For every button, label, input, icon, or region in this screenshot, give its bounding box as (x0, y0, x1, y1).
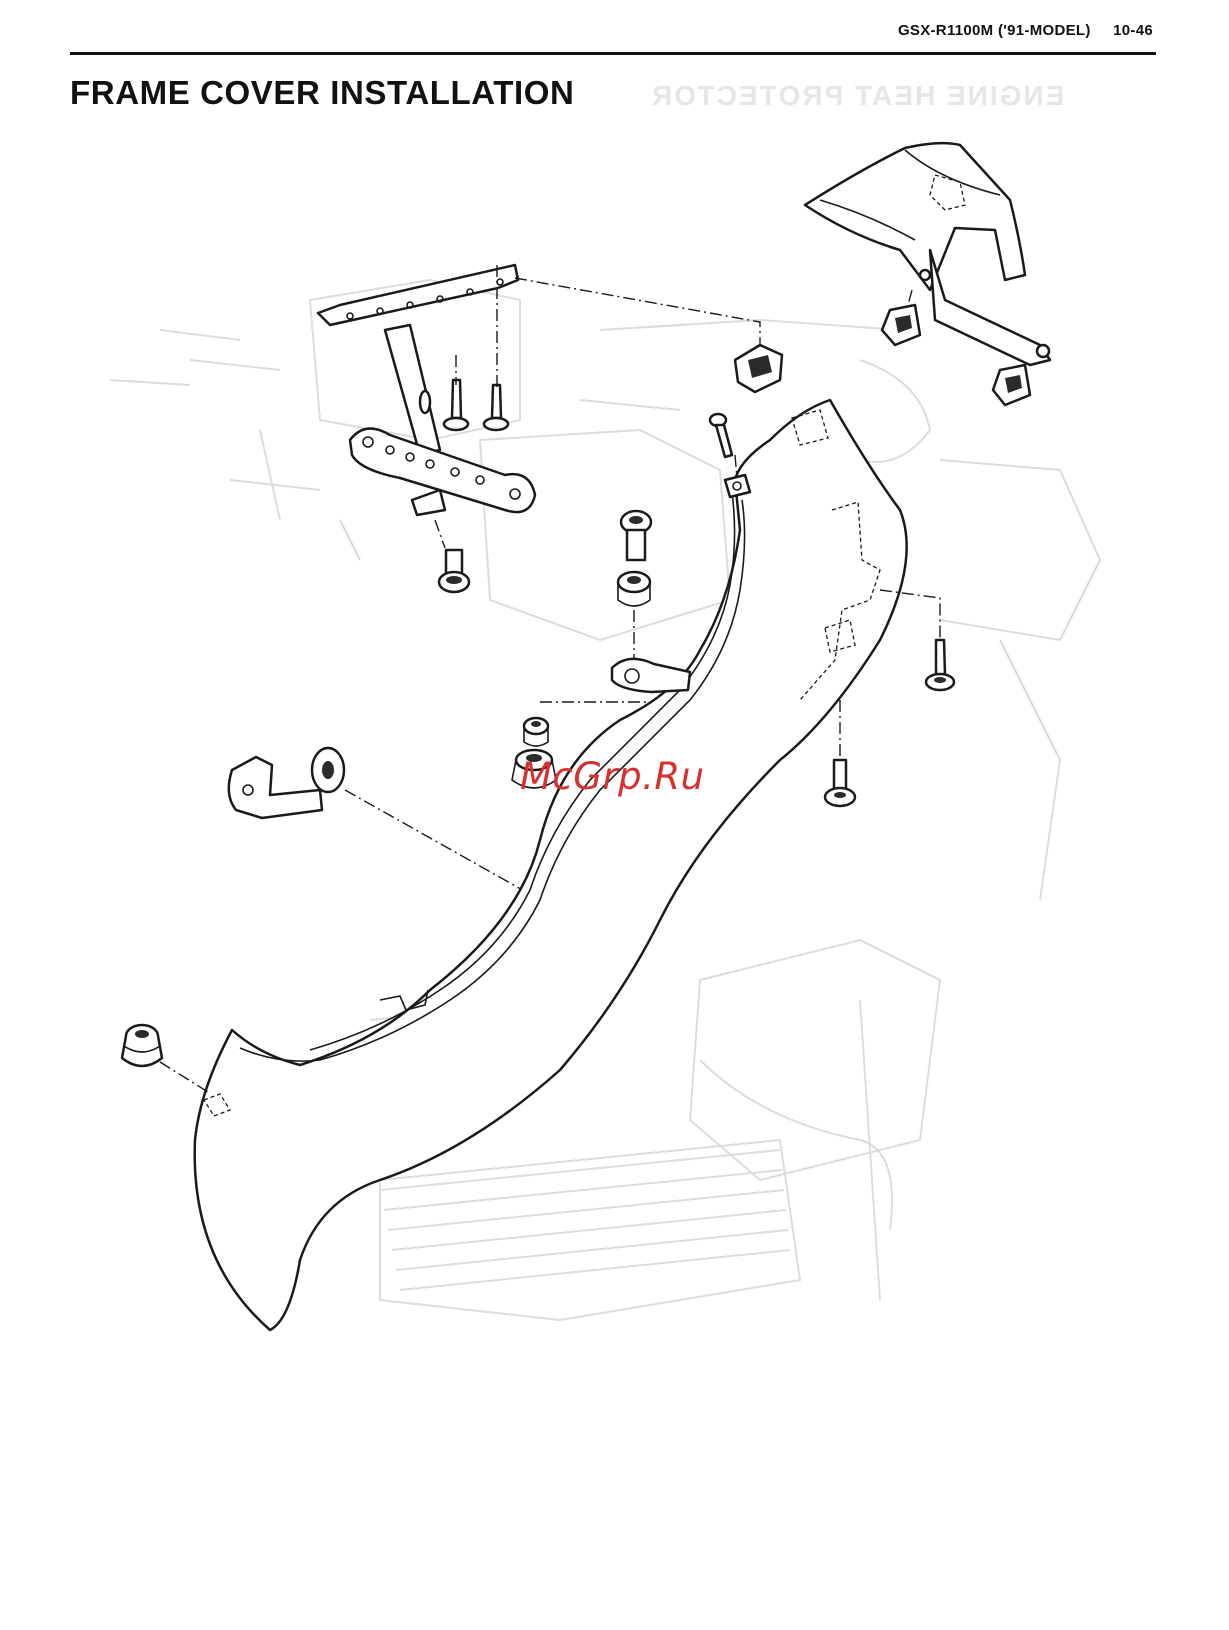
shield-clip-right (993, 365, 1030, 405)
shield-clip-left (882, 290, 920, 345)
right-screw-lower (825, 760, 855, 806)
cover-grommet (122, 1025, 162, 1066)
offset-bracket (229, 748, 344, 818)
right-screw-upper (926, 640, 954, 690)
cover-screw (710, 414, 732, 457)
center-collar (618, 572, 650, 606)
watermark: McGrp.Ru (520, 755, 705, 798)
frame-cover (195, 400, 907, 1330)
bracket-screws (435, 265, 508, 592)
perforated-stay (350, 429, 535, 515)
center-bolt (621, 511, 651, 560)
small-grommet (524, 718, 548, 746)
grommet-axis-line-lower (160, 1062, 208, 1092)
cover-clip-nut (735, 345, 782, 392)
upper-heat-shield (805, 143, 1050, 365)
